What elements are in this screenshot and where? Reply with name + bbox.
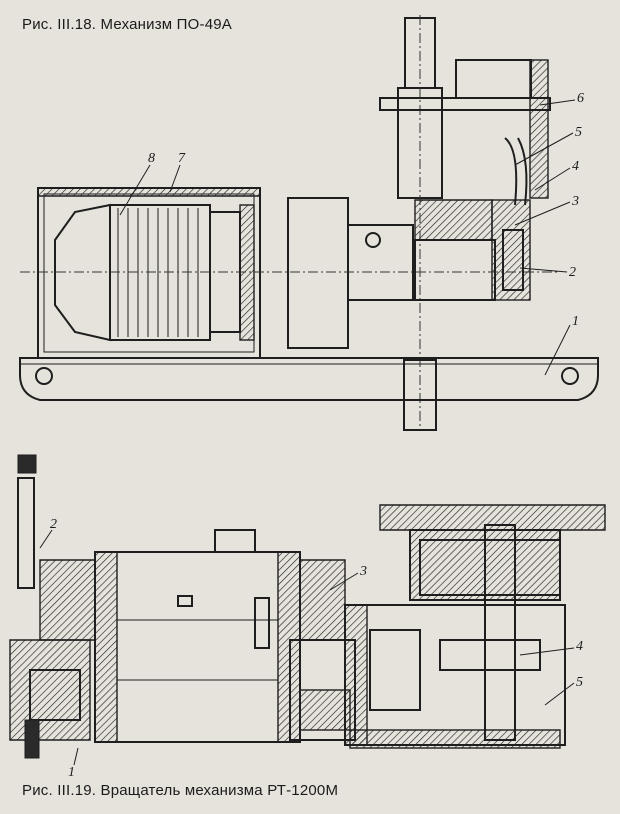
callout-3: 3 [571,194,579,209]
figure-2-caption: Рис. III.19. Вращатель механизма РТ-1200… [22,782,339,799]
callout-1: 1 [572,314,579,329]
callout-6: 6 [577,91,584,106]
callout-4-fig2: 4 [576,639,583,654]
callout-5-fig2: 5 [576,675,583,690]
callout-8: 8 [148,151,155,166]
callout-2-fig2: 2 [50,517,57,532]
callout-3-fig2: 3 [359,564,367,579]
lever-handle [17,454,37,589]
callout-2: 2 [569,265,576,280]
figure-2-drawing: 2 3 4 5 1 [9,454,606,780]
gearbox [287,197,496,349]
callout-7: 7 [178,151,186,166]
callout-leaders [119,99,576,376]
winch-drum [94,529,301,743]
figure-1-drawing: 8 7 6 5 4 3 2 1 [19,15,599,431]
drum-flange [289,559,356,741]
callout-1-fig2: 1 [68,765,75,780]
base-frame [19,357,599,401]
left-housing [9,559,96,759]
clutch-assembly [491,137,531,301]
transmission-housing [344,504,606,749]
figure-1-caption: Рис. III.18. Механизм ПО-49А [22,16,233,33]
callout-5: 5 [575,125,582,140]
callout-leaders-fig2 [39,529,575,766]
top-bracket [379,59,551,199]
callout-4: 4 [572,159,579,174]
